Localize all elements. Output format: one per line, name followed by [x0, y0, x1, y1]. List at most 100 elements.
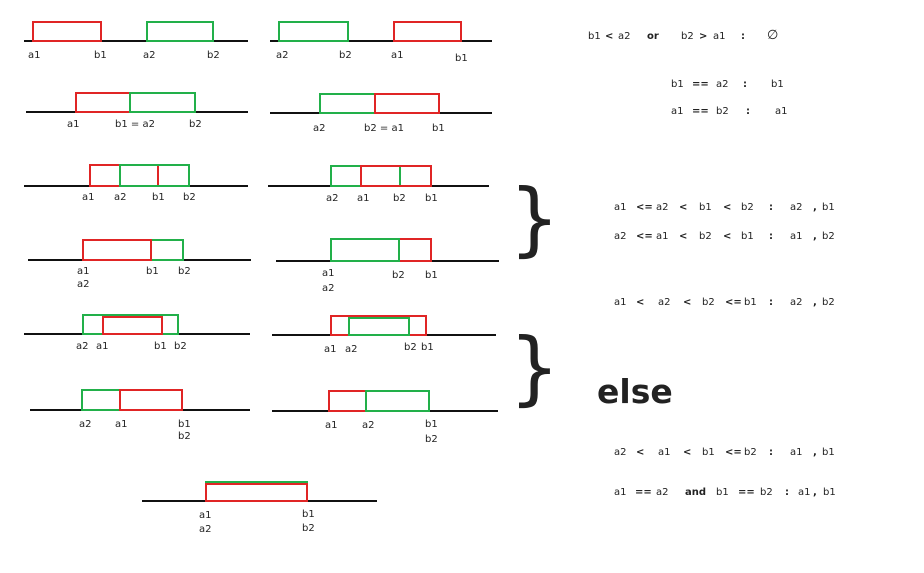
condition-contain-2: a2<a1<b1<=b2:a1,b1 [614, 447, 835, 458]
condition-touch-right: b1==a2:b1 [671, 79, 784, 90]
condition-overlap-2: a2<=a1<b2<b1:a1,b2 [614, 231, 835, 242]
interval-a [32, 21, 102, 42]
endpoint-label: a1 [67, 119, 80, 130]
interval-a [75, 92, 131, 113]
endpoint-label: a2 [143, 50, 156, 61]
condition-operator: <= [725, 447, 742, 458]
condition-operator: <= [725, 297, 742, 308]
endpoint-label: b1 [455, 53, 468, 64]
interval-a [119, 389, 183, 411]
endpoint-label: b1 [421, 342, 434, 353]
condition-operator: and [685, 487, 706, 498]
endpoint-label: a2 [326, 193, 339, 204]
interval-a [102, 316, 163, 335]
endpoint-label: b1 [154, 341, 167, 352]
endpoint-label: a2 [114, 192, 127, 203]
condition-operator: , [813, 297, 817, 308]
interval-a [82, 239, 152, 261]
condition-operator: : [746, 106, 750, 117]
condition-operator: : [769, 231, 773, 242]
endpoint-label: b2 = a1 [364, 123, 404, 134]
endpoint-label: b2 [392, 270, 405, 281]
condition-term: b1 [822, 447, 835, 458]
interval-b [330, 165, 401, 187]
condition-term: b1 [771, 79, 784, 90]
condition-term: a2 [658, 297, 671, 308]
condition-term: a2 [790, 297, 803, 308]
condition-operator: , [813, 231, 817, 242]
condition-term: a1 [790, 231, 803, 242]
interval-a [374, 93, 440, 114]
condition-term: b1 [823, 487, 836, 498]
endpoint-label: a1 [115, 419, 128, 430]
endpoint-label: a1 [322, 268, 335, 279]
endpoint-label: b1 [152, 192, 165, 203]
condition-term: b2 [822, 231, 835, 242]
condition-operator: < [683, 297, 691, 308]
endpoint-label: a1 [325, 420, 338, 431]
endpoint-label: b2 [174, 341, 187, 352]
brace-lower: } [509, 321, 560, 414]
condition-operator: < [723, 202, 731, 213]
condition-term: b2 [760, 487, 773, 498]
endpoint-label: b2 [404, 342, 417, 353]
condition-term: a2 [614, 447, 627, 458]
condition-term: a1 [671, 106, 684, 117]
condition-operator: : [769, 447, 773, 458]
endpoint-label: b2 [189, 119, 202, 130]
endpoint-label: b2 [393, 193, 406, 204]
endpoint-label: a1 [77, 266, 90, 277]
condition-operator: or [647, 31, 659, 42]
endpoint-label: b2 [183, 192, 196, 203]
endpoint-label: a1 [96, 341, 109, 352]
condition-term: a1 [658, 447, 671, 458]
endpoint-label: a2 [79, 419, 92, 430]
endpoint-label: a1 [357, 193, 370, 204]
interval-b [129, 92, 196, 113]
interval-b [146, 21, 214, 42]
endpoint-label: a2 [199, 524, 212, 535]
endpoint-label: b1 = a2 [115, 119, 155, 130]
endpoint-label: b1 [146, 266, 159, 277]
condition-term: a2 [614, 231, 627, 242]
condition-term: b1 [702, 447, 715, 458]
condition-operator: , [813, 202, 817, 213]
endpoint-label: a2 [362, 420, 375, 431]
condition-operator: : [785, 487, 789, 498]
condition-term: a1 [713, 31, 726, 42]
condition-operator: <= [636, 231, 653, 242]
endpoint-label: a1 [324, 344, 337, 355]
condition-term: b1 [822, 202, 835, 213]
endpoint-label: b2 [178, 266, 191, 277]
endpoint-label: b1 [178, 419, 191, 430]
interval-b [330, 238, 400, 262]
condition-operator: : [743, 79, 747, 90]
condition-term: a2 [656, 487, 669, 498]
condition-term: a1 [798, 487, 811, 498]
condition-operator: <= [636, 202, 653, 213]
condition-operator: == [738, 487, 755, 498]
condition-term: a2 [618, 31, 631, 42]
condition-term: a2 [790, 202, 803, 213]
interval-b [119, 164, 190, 187]
condition-operator: < [636, 447, 644, 458]
interval-b [81, 389, 183, 411]
interval-b [348, 317, 410, 336]
condition-operator: == [635, 487, 652, 498]
condition-term: a1 [775, 106, 788, 117]
condition-term: a2 [656, 202, 669, 213]
condition-operator: == [692, 106, 709, 117]
